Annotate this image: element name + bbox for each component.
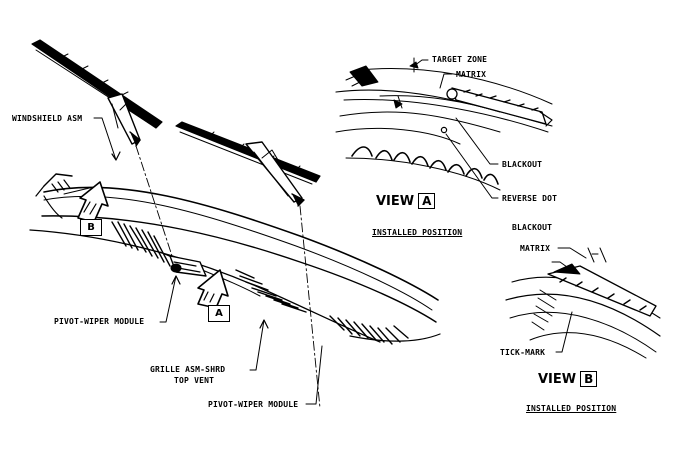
blackout-label-a: BLACKOUT: [502, 160, 543, 169]
target-zone-label: TARGET ZONE: [432, 55, 488, 64]
pivot-wiper-module-label-left: PIVOT-WIPER MODULE: [54, 317, 145, 326]
blackout-label-b: BLACKOUT: [512, 223, 553, 232]
view-b-letter: B: [580, 371, 598, 387]
view-a-word: VIEW: [376, 194, 415, 209]
windshield-cowl: [29, 173, 441, 345]
view-b-caption: INSTALLED POSITION: [526, 404, 617, 413]
grille-label-line2: TOP VENT: [174, 376, 215, 385]
left-pivot-module: [169, 255, 207, 277]
pivot-wiper-module-label-bottom: PIVOT-WIPER MODULE: [208, 400, 299, 409]
windshield-label: WINDSHIELD ASM: [12, 114, 83, 123]
tick-mark-label: TICK-MARK: [500, 348, 546, 357]
view-a-letter: A: [418, 193, 436, 209]
right-wiper-blade: [175, 121, 321, 185]
reverse-dot-label: REVERSE DOT: [502, 194, 558, 203]
right-wiper-arm: [245, 141, 305, 207]
view-b-word: VIEW: [538, 372, 577, 387]
callout-a-box: A: [208, 305, 230, 322]
view-b-detail: [505, 247, 661, 359]
grille-label-line1: GRILLE ASM-SHRD: [150, 365, 226, 374]
callout-b-box: B: [80, 219, 102, 236]
matrix-label-b: MATRIX: [520, 244, 551, 253]
view-a-caption: INSTALLED POSITION: [372, 228, 463, 237]
pivot-centerlines: [135, 145, 321, 409]
view-a-detail: [335, 57, 553, 199]
left-wiper-arm: [107, 93, 141, 147]
leader-lines-main: [93, 117, 323, 405]
matrix-label-a: MATRIX: [456, 70, 487, 79]
